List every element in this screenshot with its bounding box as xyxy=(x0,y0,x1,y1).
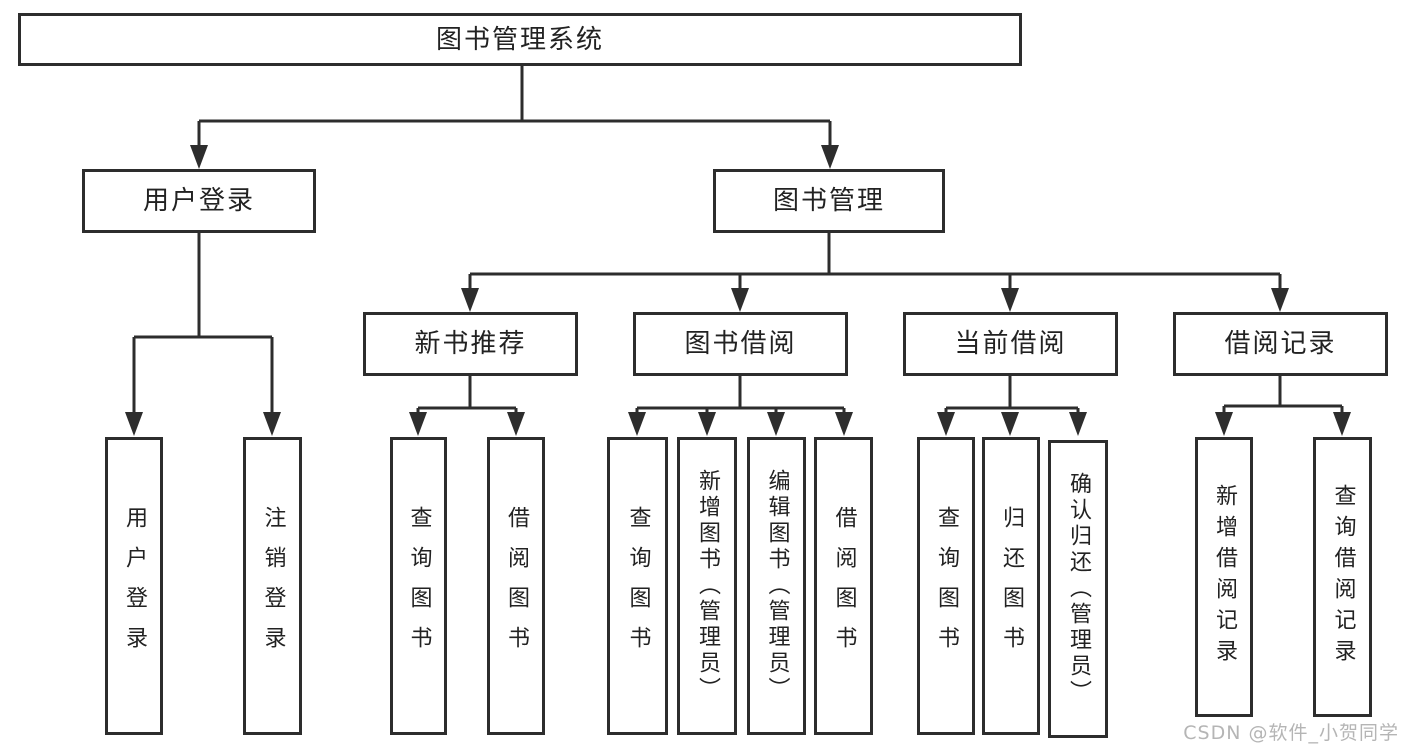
leaf-records-query-borrow-record-label: 查询借阅记录 xyxy=(1330,484,1356,670)
leaf-borrowing-borrow-books-label: 借阅图书 xyxy=(831,506,857,666)
leaf-current-confirm-return-admin: 确认归还（管理员） xyxy=(1048,440,1108,738)
leaf-records-query-borrow-record: 查询借阅记录 xyxy=(1313,437,1372,717)
leaf-borrowing-query-books: 查询图书 xyxy=(607,437,668,735)
leaf-records-add-borrow-record: 新增借阅记录 xyxy=(1195,437,1253,717)
node-borrowing-records-label: 借阅记录 xyxy=(1224,329,1337,359)
leaf-borrowing-add-books-admin-label: 新增图书（管理员） xyxy=(695,469,720,703)
leaf-borrowing-add-books-admin: 新增图书（管理员） xyxy=(677,437,737,735)
node-book-borrowing-label: 图书借阅 xyxy=(684,329,797,359)
leaf-borrowing-edit-books-admin: 编辑图书（管理员） xyxy=(747,437,806,735)
leaf-records-add-borrow-record-label: 新增借阅记录 xyxy=(1212,484,1237,670)
node-book-management-label: 图书管理 xyxy=(772,186,885,216)
leaf-current-return-books-label: 归还图书 xyxy=(999,506,1024,666)
leaf-borrowing-borrow-books: 借阅图书 xyxy=(814,437,873,735)
node-current-borrowing-label: 当前借阅 xyxy=(954,329,1067,359)
leaf-recommend-borrow-books-label: 借阅图书 xyxy=(504,506,529,666)
leaf-current-query-books-label: 查询图书 xyxy=(934,506,959,666)
leaf-recommend-query-books-label: 查询图书 xyxy=(406,506,432,666)
node-current-borrowing: 当前借阅 xyxy=(903,312,1118,376)
leaf-current-confirm-return-admin-label: 确认归还（管理员） xyxy=(1066,472,1091,706)
node-book-management: 图书管理 xyxy=(713,169,945,233)
leaf-current-query-books: 查询图书 xyxy=(917,437,975,735)
csdn-watermark: CSDN @软件_小贺同学 xyxy=(1183,722,1399,744)
node-new-book-recommend-label: 新书推荐 xyxy=(414,329,527,359)
leaf-user-login-label: 用户登录 xyxy=(122,506,147,666)
leaf-user-login: 用户登录 xyxy=(105,437,163,735)
leaf-recommend-borrow-books: 借阅图书 xyxy=(487,437,545,735)
node-book-borrowing: 图书借阅 xyxy=(633,312,848,376)
leaf-borrowing-edit-books-admin-label: 编辑图书（管理员） xyxy=(764,469,790,703)
node-user-login: 用户登录 xyxy=(82,169,316,233)
node-library-management-system-label: 图书管理系统 xyxy=(435,24,604,55)
node-borrowing-records: 借阅记录 xyxy=(1173,312,1388,376)
node-library-management-system: 图书管理系统 xyxy=(18,13,1022,66)
leaf-current-return-books: 归还图书 xyxy=(982,437,1040,735)
node-user-login-label: 用户登录 xyxy=(142,186,255,216)
node-new-book-recommend: 新书推荐 xyxy=(363,312,578,376)
leaf-logout-label: 注销登录 xyxy=(260,506,286,666)
leaf-recommend-query-books: 查询图书 xyxy=(390,437,447,735)
leaf-borrowing-query-books-label: 查询图书 xyxy=(625,506,651,666)
leaf-logout: 注销登录 xyxy=(243,437,302,735)
